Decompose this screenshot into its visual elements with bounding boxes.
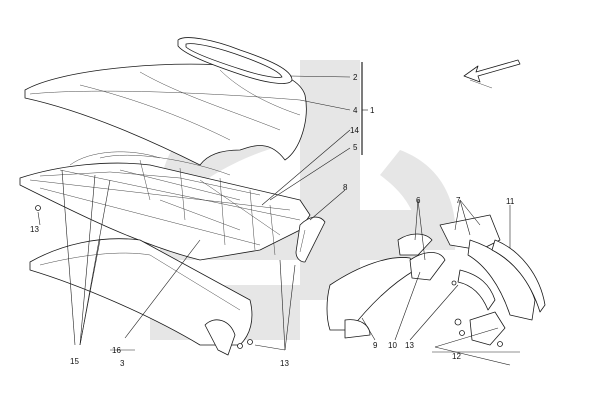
callout-13-right: 13 <box>405 341 414 350</box>
roof-frame <box>19 151 311 261</box>
upper-trims <box>397 233 446 281</box>
side-trim <box>295 216 326 263</box>
rear-panel <box>29 238 253 356</box>
rear-bow <box>439 214 546 321</box>
callout-2: 2 <box>353 73 358 82</box>
callout-16: 16 <box>112 346 121 355</box>
callout-14: 14 <box>350 126 359 135</box>
callout-9: 9 <box>373 341 378 350</box>
callout-13-left: 13 <box>30 225 39 234</box>
callout-8: 8 <box>343 183 348 192</box>
long-trim <box>326 257 416 339</box>
leader-lines <box>37 75 511 366</box>
latch-assembly <box>454 311 506 347</box>
soft-top-cover <box>24 63 307 166</box>
callout-labels: 2 4 1 14 5 8 6 7 11 13 9 10 13 12 15 16 … <box>30 73 515 368</box>
callout-6: 6 <box>416 196 421 205</box>
callout-1: 1 <box>370 106 375 115</box>
callout-12: 12 <box>452 352 461 361</box>
callout-7: 7 <box>456 196 461 205</box>
fasteners <box>35 205 457 349</box>
rear-window <box>177 37 293 84</box>
callout-10: 10 <box>388 341 397 350</box>
callout-3: 3 <box>120 359 125 368</box>
callout-15: 15 <box>70 357 79 366</box>
callout-4: 4 <box>353 106 358 115</box>
callout-5: 5 <box>353 143 358 152</box>
callout-13-center: 13 <box>280 359 289 368</box>
direction-arrow-icon <box>463 59 521 89</box>
callout-11: 11 <box>506 197 515 206</box>
